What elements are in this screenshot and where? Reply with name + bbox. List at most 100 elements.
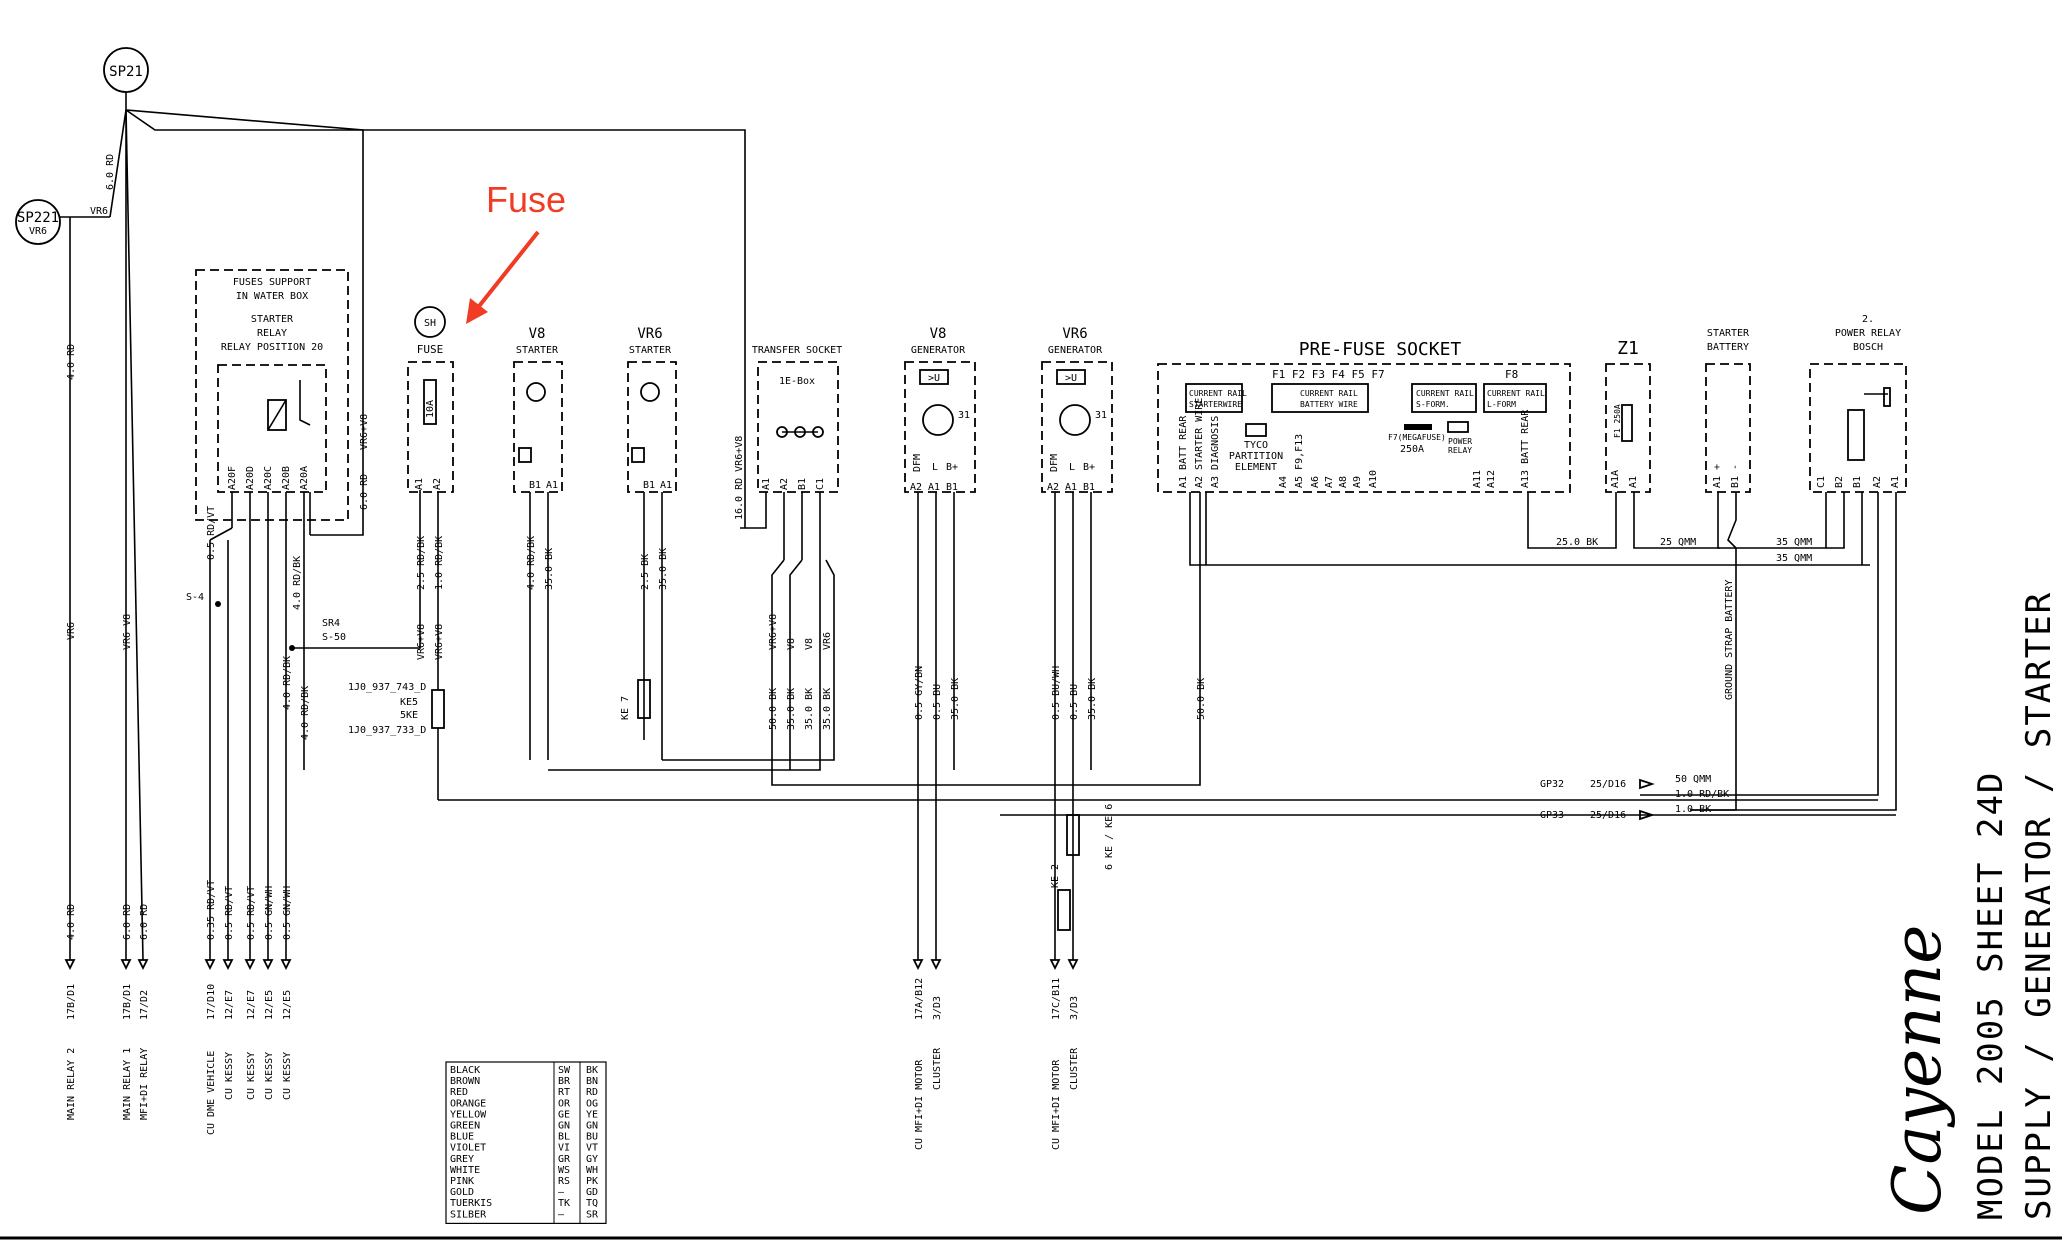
svg-text:A1: A1 (1628, 476, 1639, 488)
ts-pins: A1 A2 B1 C1 (761, 478, 826, 490)
svg-text:A10: A10 (1368, 470, 1379, 488)
prefuse-pins: A1 BATT REAR A2 STARTER WIRE A3 DIAGNOSI… (1178, 398, 1531, 488)
bottom-labels: MAIN RELAY 2 MAIN RELAY 1 MFI+DI RELAY C… (66, 1047, 1080, 1150)
relay-pins: C1 B2 B1 A2 A1 (1816, 476, 1901, 488)
svg-text:B1: B1 (643, 480, 655, 491)
svg-text:CU KESSY: CU KESSY (264, 1052, 275, 1100)
legend-german-code: BR (558, 1076, 571, 1087)
wire-label-ts50: 50.0 BK (768, 688, 779, 730)
svg-text:V8: V8 (804, 638, 815, 650)
sheet-title: MODEL 2005 SHEET 24D (1971, 771, 2011, 1220)
legend-english-code: OG (586, 1098, 598, 1109)
legend-german-code: RT (558, 1087, 570, 1098)
wire-label-genvr6-2: 0.5 BU (1069, 684, 1080, 720)
svg-text:A20D: A20D (245, 466, 256, 490)
legend-english-code: BN (586, 1076, 598, 1087)
svg-text:>U: >U (1065, 373, 1077, 384)
svg-text:A2 STARTER WIRE: A2 STARTER WIRE (1194, 398, 1205, 488)
fs-line1: FUSES SUPPORT (233, 277, 311, 288)
vr6-gen-line2: GENERATOR (1048, 345, 1103, 356)
wire-label-qmm35b: 35 QMM (1776, 553, 1812, 564)
svg-text:A12: A12 (1486, 470, 1497, 488)
svg-text:B1 -: B1 - (1730, 464, 1741, 488)
svg-text:A4: A4 (1278, 476, 1289, 488)
legend-color-name: GREY (450, 1154, 474, 1165)
svg-text:CURRENT RAIL: CURRENT RAIL (1300, 389, 1358, 398)
legend-color-name: SILBER (450, 1209, 487, 1220)
svg-text:B+: B+ (1083, 462, 1095, 473)
svg-text:B1: B1 (1852, 476, 1863, 488)
wire-label-pf50: 50.0 BK (1196, 678, 1207, 720)
svg-text:POWER: POWER (1448, 437, 1472, 446)
legend-german-code: — (558, 1187, 565, 1198)
prefuse-fuse-row: F1 F2 F3 F4 F5 F7 (1272, 368, 1385, 381)
svg-text:17A/B12: 17A/B12 (914, 978, 925, 1020)
wire-label-fuse4: VR6+V8 (434, 624, 445, 660)
legend-english-code: GN (586, 1121, 598, 1132)
svg-text:17B/D1: 17B/D1 (66, 984, 77, 1020)
svg-text:BATTERY WIRE: BATTERY WIRE (1300, 400, 1358, 409)
bottom-terminals (64, 959, 1079, 971)
legend-german-code: WS (558, 1165, 570, 1176)
prefuse-f8: F8 (1505, 368, 1518, 381)
svg-text:6.0 RD: 6.0 RD (139, 904, 150, 940)
svg-text:A2: A2 (1047, 482, 1059, 493)
vr6-gen-line1: VR6 (1062, 326, 1087, 342)
svg-text:A1: A1 (546, 480, 558, 491)
svg-text:A1A: A1A (1610, 470, 1621, 488)
wire-label-top-vr6: VR6 (90, 206, 108, 217)
fuse-annotation: Fuse (486, 179, 566, 220)
wire-label-fuse3: VR6+V8 (416, 624, 427, 660)
svg-text:12/E5: 12/E5 (282, 990, 293, 1020)
svg-text:CU DME VEHICLE: CU DME VEHICLE (206, 1051, 217, 1135)
legend-english-code: YE (586, 1109, 598, 1120)
svg-text:A2: A2 (432, 478, 443, 490)
gp33-label: GP33 (1540, 810, 1564, 821)
legend-color-name: GOLD (450, 1187, 474, 1198)
svg-text:L-FORM: L-FORM (1487, 400, 1516, 409)
svg-text:A1: A1 (414, 478, 425, 490)
svg-text:VR6: VR6 (822, 632, 833, 650)
svg-text:MAIN RELAY 1: MAIN RELAY 1 (122, 1048, 133, 1120)
ke6-label: 6 KE / KE 6 (1104, 804, 1115, 870)
svg-text:VR6+V8: VR6+V8 (768, 614, 779, 650)
fuse-rating: 10A (425, 400, 436, 418)
legend-color-name: BLUE (450, 1132, 474, 1143)
legend-color-name: PINK (450, 1176, 474, 1187)
svg-text:A6: A6 (1310, 476, 1321, 488)
sheet-subtitle: SUPPLY / GENERATOR / STARTER (2019, 591, 2059, 1220)
svg-text:CU MFI+DI MOTOR: CU MFI+DI MOTOR (1051, 1059, 1062, 1150)
svg-text:L: L (932, 462, 938, 473)
splice-sp21: SP21 (109, 64, 143, 80)
svg-text:A20B: A20B (281, 466, 292, 490)
svg-text:DFM: DFM (912, 454, 923, 472)
legend-german-code: SW (558, 1065, 571, 1076)
v8-starter-line1: V8 (529, 326, 546, 342)
svg-text:A2: A2 (1872, 476, 1883, 488)
svg-text:B2: B2 (1834, 476, 1845, 488)
wire-label-main-4rd: 4.0 RD (66, 344, 77, 380)
wire-label-v8st2: 35.0 BK (544, 548, 555, 590)
fs-line3: STARTER (251, 314, 294, 325)
gp33-loc: 25/D16 (1590, 810, 1626, 821)
fs-pins: A20F A20D A20C A20B A20A (227, 466, 310, 490)
gp32-label: GP32 (1540, 779, 1564, 790)
wire-label-bk25: 25.0 BK (1556, 537, 1598, 548)
vr6-starter-line2: STARTER (629, 345, 672, 356)
legend-english-code: GY (586, 1154, 598, 1165)
fuse-title: FUSE (417, 343, 444, 356)
svg-text:A20C: A20C (263, 466, 274, 490)
svg-text:A1: A1 (761, 478, 772, 490)
brand-logo: Cayenne (1879, 925, 1956, 1215)
svg-text:A13 BATT REAR: A13 BATT REAR (1520, 409, 1531, 488)
z1-title: Z1 (1617, 338, 1639, 359)
splice-sp221-sub: VR6 (29, 226, 47, 237)
wire-label-rdbk3: 4.0 RD/BK (300, 686, 311, 740)
svg-text:A11: A11 (1472, 470, 1483, 488)
legend-english-code: RD (586, 1087, 598, 1098)
svg-text:17C/B11: 17C/B11 (1051, 978, 1062, 1020)
vr6-starter-line1: VR6 (637, 326, 662, 342)
svg-text:B1: B1 (946, 482, 958, 493)
bottom-refs: 17B/D1 17B/D1 17/D2 17/D10 12/E7 12/E7 1… (66, 978, 1080, 1020)
